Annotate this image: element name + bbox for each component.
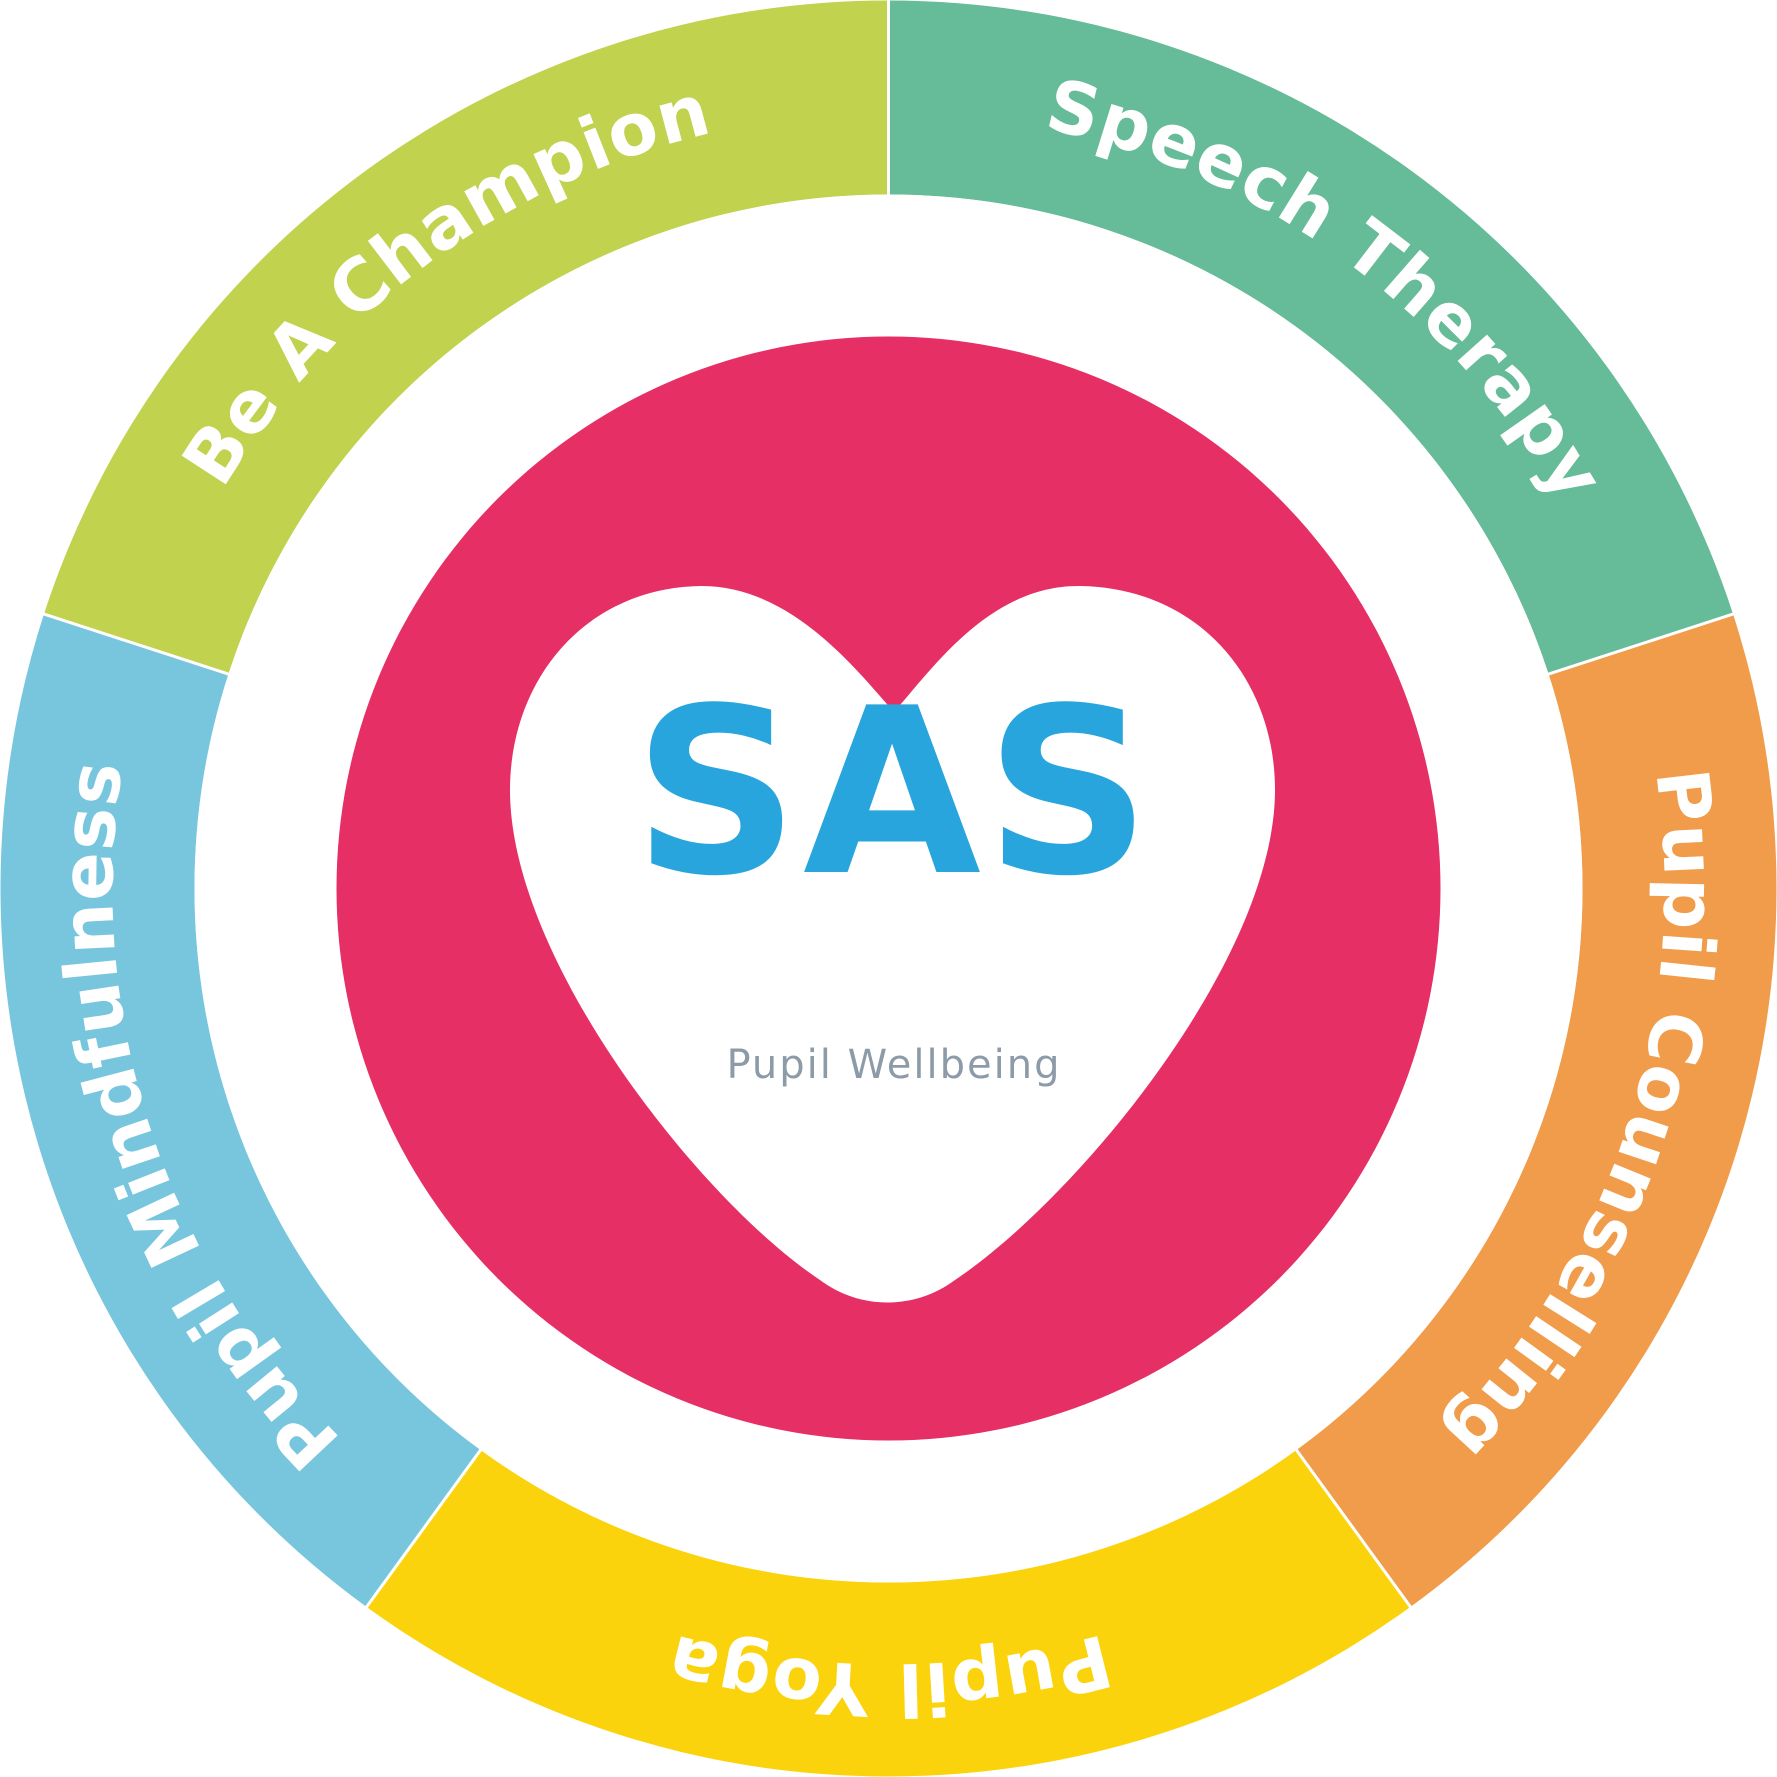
segment-speech-therapy xyxy=(888,0,1734,675)
segment-be-a-champion xyxy=(43,0,889,675)
segment-pupil-counselling xyxy=(1296,614,1777,1607)
segment-divider xyxy=(364,1447,483,1610)
heart-icon xyxy=(510,585,1275,1303)
segment-divider xyxy=(1546,612,1736,677)
brand-logo-text: SAS xyxy=(633,660,1154,927)
segment-pupil-yoga xyxy=(366,1449,1411,1777)
segment-divider xyxy=(41,612,231,677)
segment-pupil-mindfulness xyxy=(0,614,481,1607)
tagline: Pupil Wellbeing xyxy=(727,1042,1062,1088)
segment-divider xyxy=(1294,1447,1413,1610)
